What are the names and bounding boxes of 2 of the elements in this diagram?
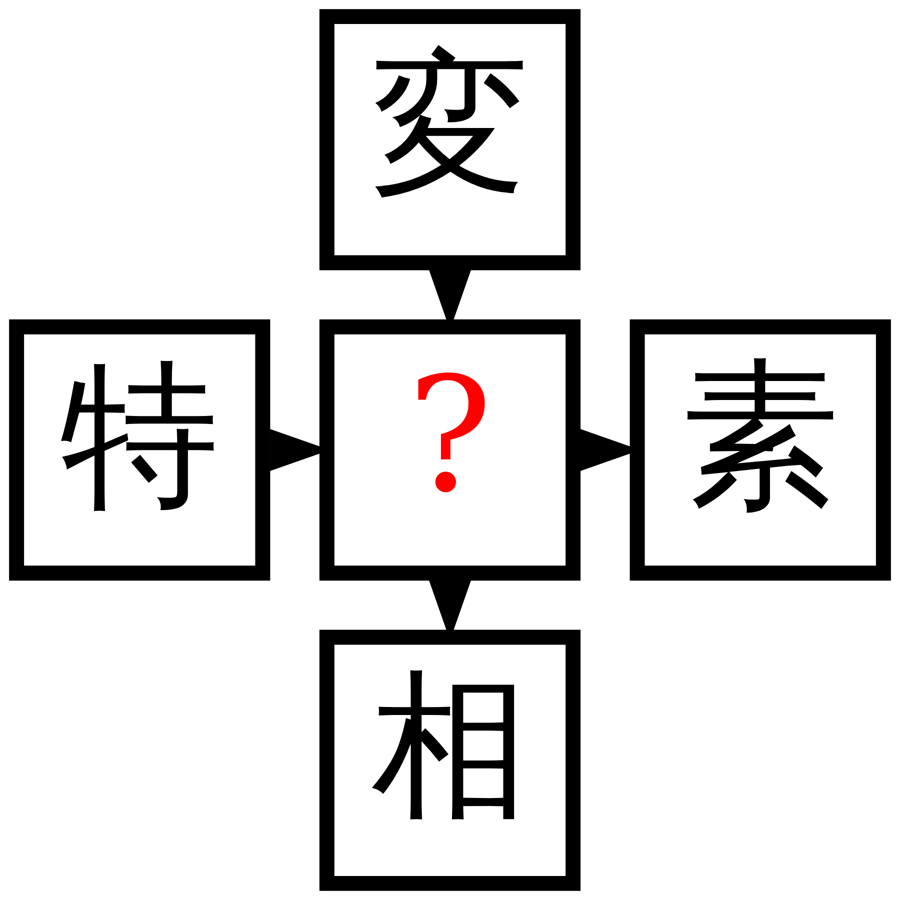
node-box: 相 — [319, 630, 581, 891]
node-box: 素 — [630, 319, 891, 581]
